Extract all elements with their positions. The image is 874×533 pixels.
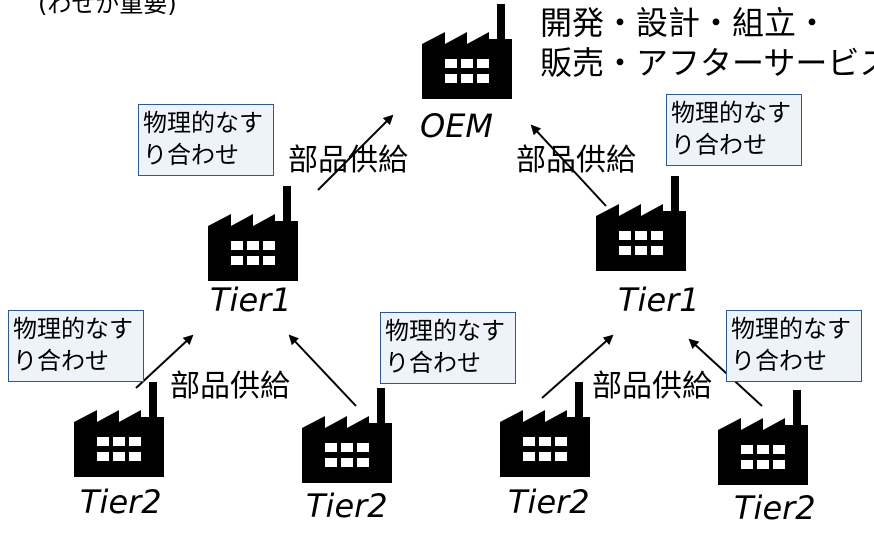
alignment-note: 物理的なす り合わせ	[380, 312, 516, 384]
alignment-note: 物理的なす り合わせ	[726, 310, 862, 382]
note-line2: り合わせ	[671, 131, 767, 159]
tier1-left-factory-icon	[198, 186, 308, 286]
oem-roles-line2: 販売・アフターサービス	[540, 44, 874, 82]
supply-label-oem-left: 部品供給	[288, 143, 408, 178]
note-line1: 物理的なす	[143, 109, 263, 137]
supply-label-tier1-right: 部品供給	[592, 369, 712, 404]
note-line2: り合わせ	[13, 347, 109, 375]
tier2-b-factory-icon	[292, 388, 402, 488]
tier2-d-label: Tier2	[734, 489, 816, 527]
note-line2: り合わせ	[143, 141, 239, 169]
oem-roles-line1: 開発・設計・組立・	[540, 4, 829, 42]
note-line1: 物理的なす	[731, 315, 851, 343]
tier1-right-factory-icon	[586, 176, 696, 276]
tier1-left-label: Tier1	[210, 281, 292, 319]
alignment-note: 物理的なす り合わせ	[138, 104, 274, 176]
tier1-right-label: Tier1	[618, 281, 700, 319]
alignment-note: 物理的なす り合わせ	[666, 94, 802, 166]
tier2-a-label: Tier2	[80, 483, 162, 521]
tier2-c-label: Tier2	[508, 483, 590, 521]
top-note: (わせが重要)	[38, 0, 177, 18]
oem-label: OEM	[420, 107, 494, 145]
tier2-c-factory-icon	[490, 382, 600, 482]
note-line2: り合わせ	[385, 349, 481, 377]
tier2-b-label: Tier2	[306, 487, 388, 525]
alignment-note: 物理的なす り合わせ	[8, 310, 144, 382]
note-line1: 物理的なす	[13, 315, 133, 343]
note-line1: 物理的なす	[385, 317, 505, 345]
tier2-a-factory-icon	[64, 382, 174, 482]
note-line1: 物理的なす	[671, 99, 791, 127]
supply-label-tier1-left: 部品供給	[170, 369, 290, 404]
note-line2: り合わせ	[731, 347, 827, 375]
oem-factory-icon	[412, 4, 522, 104]
supply-label-oem-right: 部品供給	[516, 143, 636, 178]
tier2-d-factory-icon	[708, 390, 818, 490]
